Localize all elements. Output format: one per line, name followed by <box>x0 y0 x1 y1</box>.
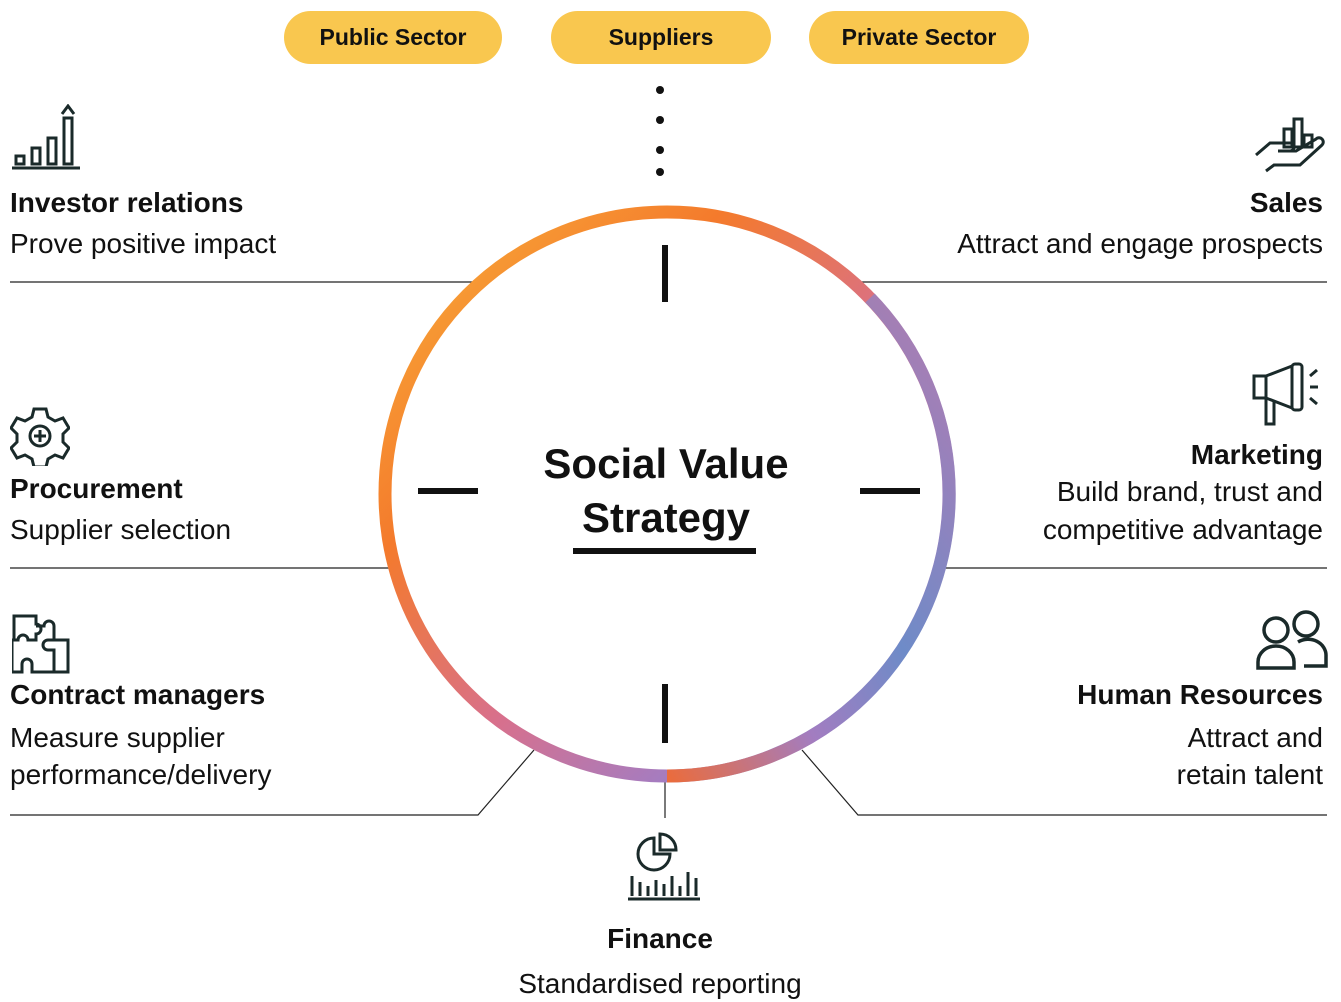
procurement-title: Procurement <box>10 473 183 504</box>
dot <box>656 116 664 124</box>
sales-desc: Attract and engage prospects <box>957 228 1323 259</box>
human-resources-desc-line1: Attract and <box>1187 722 1323 753</box>
contract-managers-desc-line1: Measure supplier <box>10 722 225 753</box>
strategy-ring-right <box>666 293 956 783</box>
people-icon <box>1256 610 1328 670</box>
procurement-desc: Supplier selection <box>10 514 232 545</box>
bar-chart-growth-icon <box>12 104 80 170</box>
hand-chart-icon <box>1255 117 1325 173</box>
marketing-title: Marketing <box>1190 439 1323 470</box>
dot <box>656 168 664 176</box>
human-resources-title: Human Resources <box>1077 679 1323 710</box>
contract-managers-desc-line2: performance/delivery <box>10 759 272 790</box>
dot <box>656 86 664 94</box>
marketing-desc-line2: competitive advantage <box>1042 514 1323 545</box>
dot <box>656 146 664 154</box>
contract-managers-title: Contract managers <box>10 679 266 710</box>
center-title-line1: Social Value <box>543 440 789 487</box>
finance-desc: Standardised reporting <box>518 968 802 999</box>
center-title-line2: Strategy <box>581 494 751 541</box>
pill-public-sector: Public Sector <box>284 11 502 64</box>
divider-right-bottom <box>801 749 1327 816</box>
gear-plus-icon <box>10 407 70 466</box>
megaphone-icon <box>1252 362 1318 426</box>
pill-suppliers: Suppliers <box>551 11 771 64</box>
finance-title: Finance <box>607 923 713 954</box>
investor-relations-desc: Prove positive impact <box>10 228 277 259</box>
human-resources-desc-line2: retain talent <box>1176 759 1323 790</box>
pie-bar-chart-icon <box>628 832 700 901</box>
puzzle-icon <box>12 614 70 674</box>
pill-private-sector: Private Sector <box>809 11 1029 64</box>
investor-relations-title: Investor relations <box>10 187 244 218</box>
divider-left-bottom <box>10 749 535 816</box>
marketing-desc-line1: Build brand, trust and <box>1056 476 1323 507</box>
sales-title: Sales <box>1249 187 1323 218</box>
